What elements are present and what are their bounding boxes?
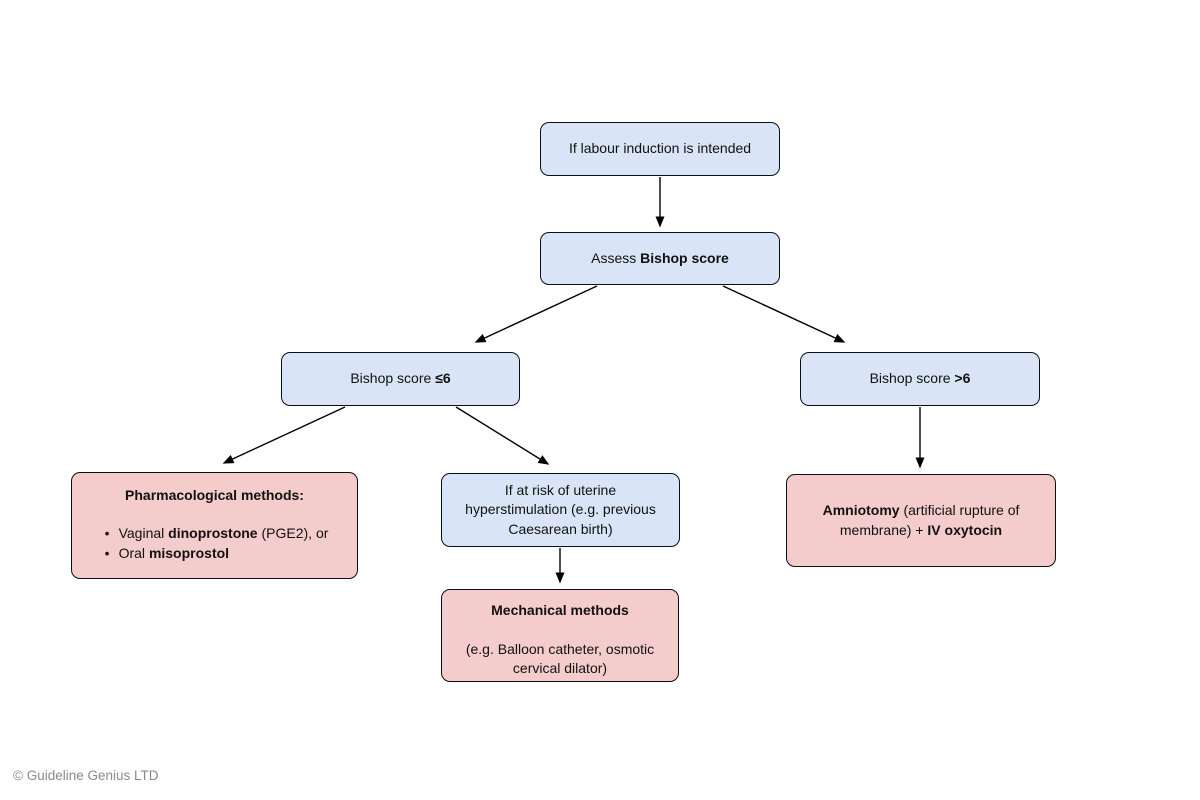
node-text: Bishop score >6 [869, 370, 971, 387]
node-mechanical-methods: Mechanical methods (e.g. Balloon cathete… [441, 589, 679, 682]
node-text: If at risk of uterine hyperstimulation (… [465, 481, 656, 537]
bullet-list: Vaginal dinoprostone (PGE2), or Oral mis… [101, 523, 329, 563]
node-bishop-score-gt6: Bishop score >6 [800, 352, 1040, 406]
node-assess-bishop-score: Assess Bishop score [540, 232, 780, 285]
node-text: Amniotomy (artificial rupture of membran… [822, 502, 1020, 538]
node-amniotomy-oxytocin: Amniotomy (artificial rupture of membran… [786, 474, 1056, 567]
list-item: Oral misoprostol [101, 543, 329, 563]
node-subtitle: (e.g. Balloon catheter, osmotic cervical… [465, 640, 655, 677]
node-bishop-score-le6: Bishop score ≤6 [281, 352, 520, 406]
arrow-bishoplow-to-pharmacological [222, 406, 346, 464]
node-title: Mechanical methods [491, 602, 629, 618]
node-uterine-hyperstimulation-risk: If at risk of uterine hyperstimulation (… [441, 473, 680, 547]
node-text: If labour induction is intended [568, 140, 752, 157]
arrow-assess-to-bishop-low [474, 285, 598, 343]
node-pharmacological-methods: Pharmacological methods: Vaginal dinopro… [71, 472, 358, 579]
node-text: Assess Bishop score [591, 249, 729, 266]
arrow-bishoplow-to-hyperstimulation [455, 406, 550, 465]
copyright-notice: © Guideline Genius LTD [13, 768, 159, 783]
node-title: Pharmacological methods: [125, 487, 304, 503]
node-labour-induction-intended: If labour induction is intended [540, 122, 780, 176]
arrow-assess-to-bishop-high [722, 285, 846, 343]
node-text: Bishop score ≤6 [350, 370, 451, 387]
list-item: Vaginal dinoprostone (PGE2), or [101, 523, 329, 543]
